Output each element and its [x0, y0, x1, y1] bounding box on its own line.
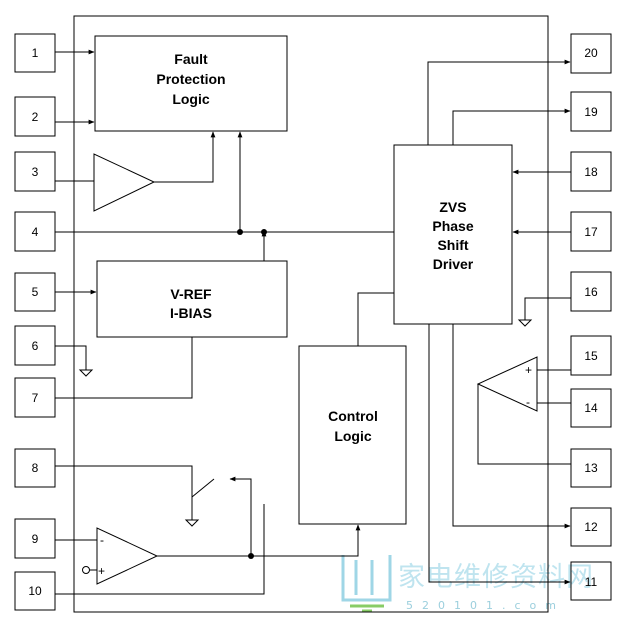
pin-label-11: 11 — [585, 575, 598, 589]
opamp-pins9-10 — [96, 527, 159, 585]
wires — [55, 49, 571, 595]
pin-label-10: 10 — [28, 584, 42, 598]
fault-label-line3: Logic — [172, 91, 210, 107]
pin-box-15 — [570, 335, 612, 376]
pin-label-14: 14 — [584, 401, 598, 415]
vref-label-line2: I-BIAS — [170, 305, 212, 321]
opamp-polarity-labels: - + + - — [98, 363, 532, 578]
pin-label-17: 17 — [584, 225, 598, 239]
pin-box-14 — [570, 388, 612, 428]
ground-icon — [184, 519, 200, 527]
opamp9-minus-label: - — [100, 533, 104, 547]
watermark: 家电维修资料网 520101.com — [341, 555, 594, 613]
pin-label-12: 12 — [584, 520, 598, 534]
watermark-url-text: 520101.com — [406, 599, 565, 612]
fault-label-line1: Fault — [174, 51, 208, 67]
ground-icon — [78, 369, 94, 377]
zvs-driver-block — [393, 144, 513, 325]
ground-symbols — [78, 319, 533, 527]
fault-protection-block — [94, 35, 288, 132]
fault-label-line2: Protection — [156, 71, 225, 87]
pin-box-11 — [570, 561, 612, 601]
vref-label-line1: V-REF — [170, 286, 212, 302]
zvs-label-line1: ZVS — [439, 199, 466, 215]
pin-label-4: 4 — [32, 225, 39, 239]
pin-box-20 — [570, 33, 612, 74]
pin-label-20: 20 — [584, 46, 598, 60]
chip-outline — [73, 15, 549, 613]
pin-label-15: 15 — [584, 349, 598, 363]
opamp-pins14-15 — [476, 356, 538, 412]
junctions — [237, 229, 267, 559]
comparator-pin3 — [93, 153, 156, 212]
pin-box-12 — [570, 507, 612, 547]
pin-label-9: 9 — [32, 532, 39, 546]
pin-label-19: 19 — [584, 105, 598, 119]
watermark-logo — [341, 555, 392, 613]
opamp15-plus-label: + — [525, 363, 532, 377]
pin-label-16: 16 — [584, 285, 598, 299]
pin-label-13: 13 — [584, 461, 598, 475]
pin-box-1 — [14, 33, 56, 73]
pin-box-9 — [14, 518, 56, 559]
pin-label-6: 6 — [32, 339, 39, 353]
block-labels: Fault Protection Logic V-REF I-BIAS Cont… — [156, 51, 473, 444]
control-label-line1: Control — [328, 408, 378, 424]
control-logic-block — [298, 345, 407, 525]
watermark-cn-text: 家电维修资料网 — [398, 562, 594, 593]
pin-labels: 1 2 3 4 5 6 7 8 9 10 20 19 18 17 16 15 1… — [28, 46, 598, 598]
opamp14-minus-label: - — [526, 395, 530, 409]
pin-label-18: 18 — [584, 165, 598, 179]
zvs-label-line3: Shift — [437, 237, 468, 253]
control-label-line2: Logic — [334, 428, 372, 444]
pin-label-5: 5 — [32, 285, 39, 299]
zvs-label-line2: Phase — [432, 218, 473, 234]
pin-label-3: 3 — [32, 165, 39, 179]
pin-box-2 — [14, 96, 56, 137]
zvs-label-line4: Driver — [433, 256, 474, 272]
pin-label-2: 2 — [32, 110, 39, 124]
pin-box-19 — [570, 91, 612, 132]
ground-icon — [517, 319, 533, 327]
opamp9-plus-label: + — [98, 564, 105, 578]
pin-box-13 — [570, 448, 612, 488]
pin-label-1: 1 — [32, 46, 39, 60]
pin-box-3 — [14, 151, 56, 192]
pin-box-16 — [570, 271, 612, 312]
pin-box-8 — [14, 448, 56, 488]
pin-label-7: 7 — [32, 391, 39, 405]
pin-label-8: 8 — [32, 461, 39, 475]
pin-box-10 — [14, 571, 56, 611]
